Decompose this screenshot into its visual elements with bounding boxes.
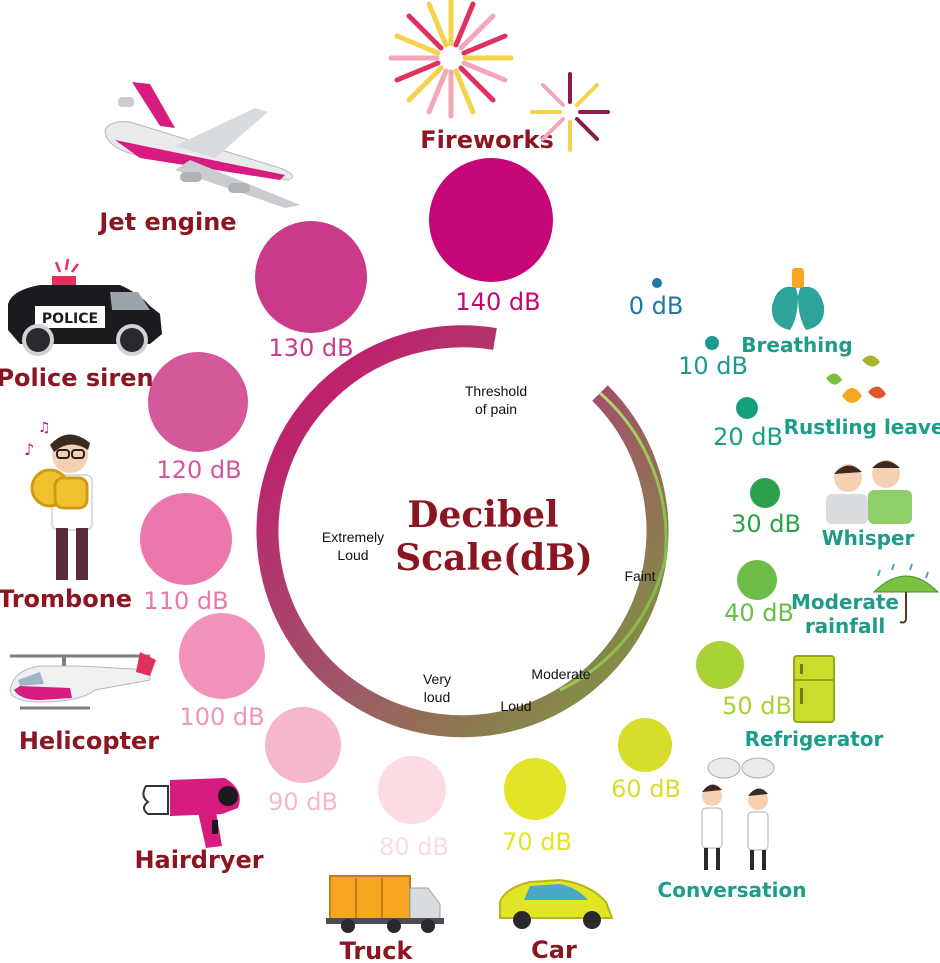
title-line-1: Decibel — [407, 494, 558, 536]
level-circle-40 — [737, 560, 777, 600]
source-label-130: Jet engine — [97, 208, 236, 236]
level-label-50: 50 dB — [722, 692, 792, 720]
level-circle-130 — [255, 221, 367, 333]
level-label-130: 130 dB — [268, 334, 353, 362]
level-label-30: 30 dB — [731, 510, 801, 538]
zone-very-loud-line-1: Very — [423, 671, 451, 687]
lungs-icon — [771, 268, 825, 330]
svg-text:♫: ♫ — [38, 420, 51, 436]
level-label-100: 100 dB — [179, 703, 264, 731]
rain-umbrella-icon — [872, 563, 940, 624]
zone-loud: Loud — [500, 698, 531, 714]
level-label-10: 10 dB — [678, 352, 748, 380]
level-label-80: 80 dB — [379, 833, 449, 861]
source-label-40-line-1: Moderate — [791, 590, 899, 614]
helicopter-icon — [9, 652, 156, 710]
conversation-icon — [701, 757, 775, 870]
scale-ring — [256, 325, 669, 738]
leaves-icon — [826, 355, 886, 403]
level-label-140: 140 dB — [455, 288, 540, 316]
level-circle-110 — [140, 493, 232, 585]
zone-threshold-line-1: Threshold — [465, 383, 527, 399]
level-label-110: 110 dB — [143, 587, 228, 615]
source-label-20: Rustling leaves — [784, 415, 940, 439]
zone-threshold-line-2: of pain — [475, 401, 517, 417]
title-line-2: Scale(dB) — [395, 537, 593, 579]
police-sign: POLICE — [42, 311, 98, 327]
fireworks-icon — [388, 0, 610, 152]
source-label-30: Whisper — [822, 526, 915, 550]
level-label-40: 40 dB — [724, 599, 794, 627]
level-circle-100 — [179, 613, 265, 699]
level-circle-10 — [705, 336, 719, 350]
level-circle-30 — [750, 478, 780, 508]
police-car-icon: POLICE — [8, 258, 162, 356]
source-label-80: Truck — [340, 937, 414, 963]
source-label-60: Conversation — [658, 878, 807, 902]
source-label-70: Car — [531, 936, 577, 963]
level-label-0: 0 dB — [629, 292, 684, 320]
zone-very-loud-line-2: loud — [424, 689, 450, 705]
source-label-100: Helicopter — [19, 727, 159, 755]
jet-plane-icon — [104, 82, 300, 208]
faint-arc — [559, 391, 668, 692]
source-label-10: Breathing — [741, 333, 852, 357]
zone-extremely-loud-line-1: Extremely — [322, 529, 384, 545]
level-circle-90 — [265, 707, 341, 783]
source-label-110: Trombone — [0, 585, 132, 613]
source-label-90: Hairdryer — [134, 846, 263, 874]
level-label-70: 70 dB — [502, 828, 572, 856]
level-circle-50 — [696, 641, 744, 689]
source-label-40-line-2: rainfall — [805, 614, 885, 638]
level-label-90: 90 dB — [268, 788, 338, 816]
zone-extremely-loud-line-2: Loud — [337, 547, 368, 563]
whisper-icon — [826, 460, 912, 524]
zone-faint: Faint — [624, 568, 655, 584]
source-label-50: Refrigerator — [745, 727, 884, 751]
level-circle-60 — [618, 718, 672, 772]
level-circle-0 — [652, 278, 662, 288]
zone-moderate: Moderate — [531, 666, 590, 682]
level-circle-140 — [429, 158, 553, 282]
truck-icon — [326, 875, 444, 933]
refrigerator-icon — [793, 655, 835, 723]
car-icon — [499, 878, 614, 929]
level-circle-120 — [148, 352, 248, 452]
level-label-60: 60 dB — [611, 775, 681, 803]
level-circle-80 — [378, 756, 446, 824]
hairdryer-icon — [142, 778, 240, 848]
level-label-20: 20 dB — [713, 423, 783, 451]
source-label-120: Police siren — [0, 364, 154, 392]
level-circle-20 — [736, 397, 758, 419]
loudness-arc — [256, 325, 669, 738]
level-circle-70 — [504, 758, 566, 820]
source-label-140: Fireworks — [420, 126, 553, 154]
trombone-player-icon: ♪ ♫ — [24, 420, 93, 580]
level-label-120: 120 dB — [156, 456, 241, 484]
svg-text:♪: ♪ — [24, 440, 34, 459]
